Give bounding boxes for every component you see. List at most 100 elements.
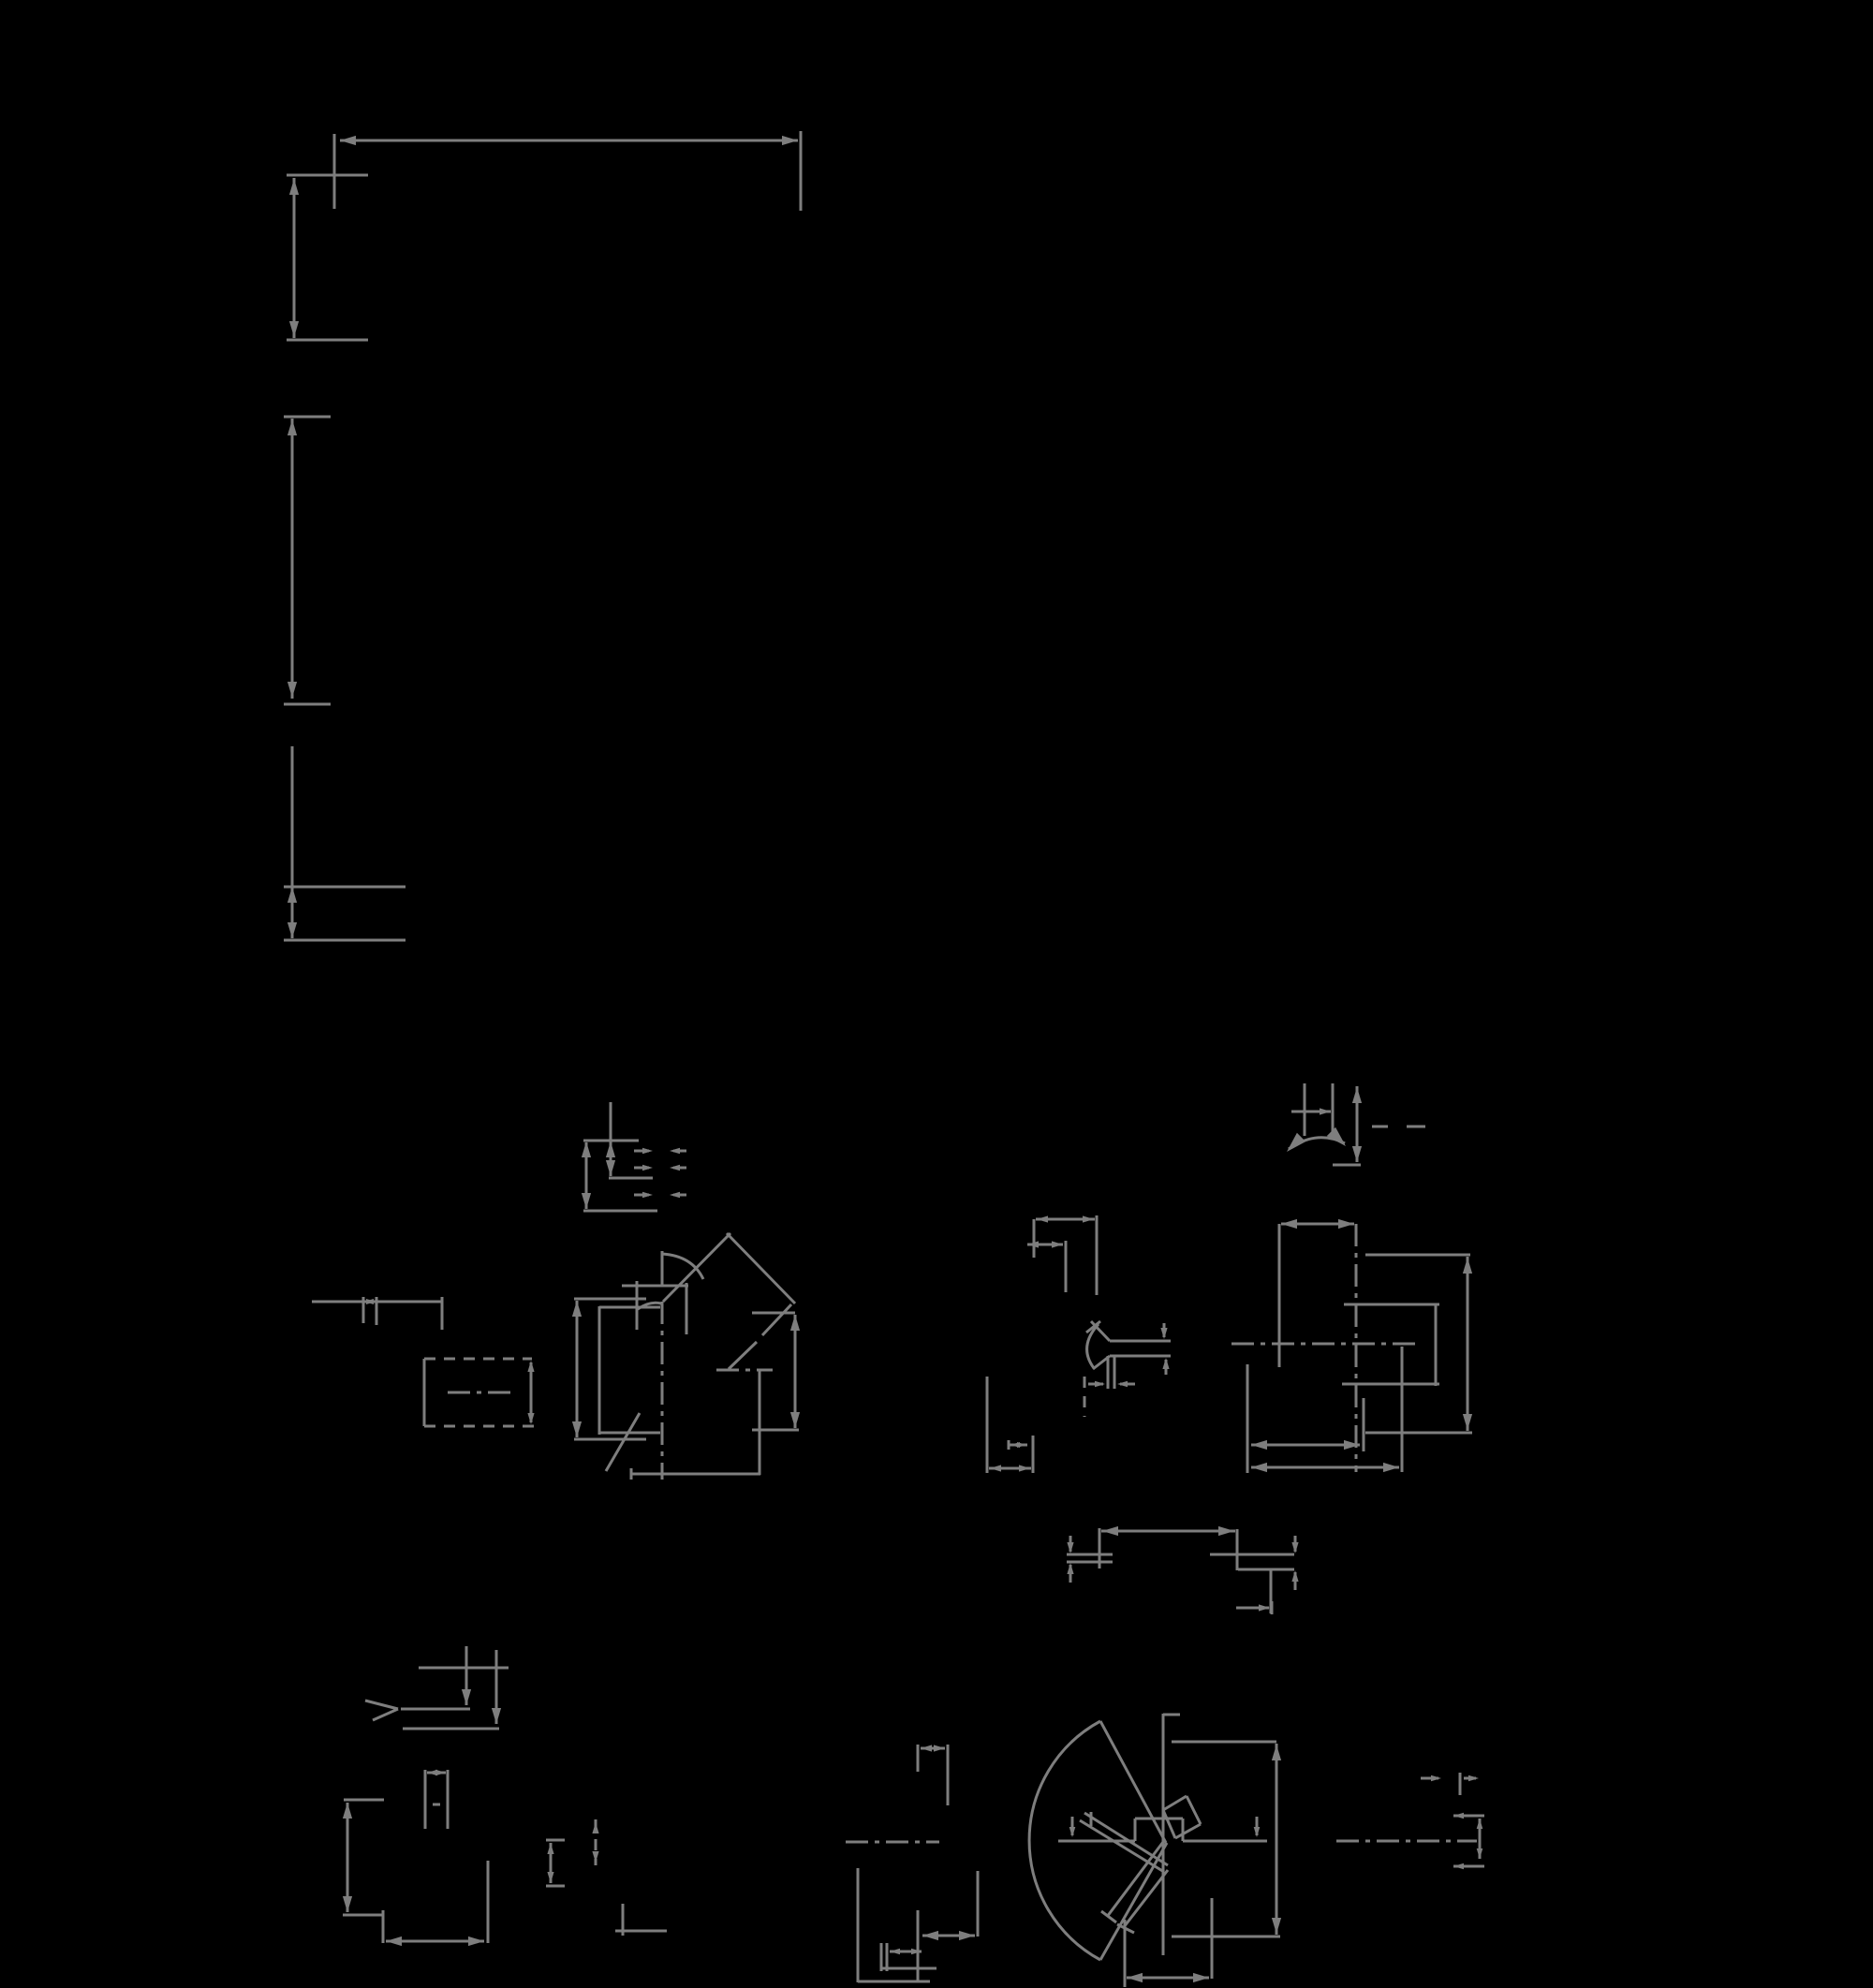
base-plate-detail — [342, 1769, 490, 1947]
drawing-arc — [661, 1252, 705, 1280]
step-profile-detail — [581, 1102, 686, 1213]
arrowhead-icon — [1476, 1848, 1483, 1859]
arrowhead-icon — [1069, 1827, 1076, 1837]
arrowhead-icon — [581, 1141, 592, 1157]
shaft-detail — [546, 1819, 667, 1936]
drawing-line — [1085, 1319, 1101, 1334]
drawing-line — [604, 1412, 642, 1472]
arrowhead-icon — [287, 922, 298, 938]
arrowhead-icon — [1019, 1465, 1030, 1472]
arrowhead-icon — [1117, 1380, 1128, 1388]
arrowhead-icon — [288, 179, 300, 195]
drawing-line — [1100, 1909, 1117, 1924]
arrowhead-icon — [789, 1315, 801, 1331]
drawing-line — [1099, 1720, 1168, 1844]
drawing-line — [1089, 1319, 1112, 1343]
arrowhead-icon — [1027, 1241, 1039, 1248]
arrowhead-icon — [605, 1160, 616, 1176]
drawing-line — [1185, 1795, 1202, 1825]
arrowhead-icon — [1287, 1132, 1306, 1152]
arrowhead-icon — [1067, 1542, 1074, 1554]
arrowhead-icon — [571, 1301, 583, 1317]
arrowhead-icon — [527, 1361, 535, 1372]
arrowhead-icon — [435, 1769, 446, 1776]
drawing-line — [727, 1340, 759, 1371]
arrowhead-icon — [287, 682, 298, 698]
arrowhead-icon — [1351, 1146, 1363, 1162]
arrowhead-icon — [527, 1413, 535, 1424]
drawing-line — [1122, 1869, 1170, 1928]
dashed-rectangle-detail — [422, 1357, 535, 1428]
arrowhead-icon — [1037, 1215, 1048, 1223]
arrowhead-icon — [1160, 1328, 1168, 1339]
arrowhead-icon — [990, 1465, 1001, 1472]
arrowhead-icon — [1320, 1108, 1331, 1115]
arrowhead-icon — [592, 1822, 599, 1833]
stepped-plate-detail — [1231, 1218, 1473, 1473]
arrowhead-icon — [1251, 1439, 1267, 1451]
arrowhead-icon — [547, 1843, 554, 1854]
arrowhead-icon — [1326, 1127, 1346, 1146]
arrowhead-icon — [1468, 1774, 1479, 1782]
arrowhead-icon — [1383, 1462, 1399, 1473]
arrowhead-icon — [921, 1745, 932, 1752]
flange-dimension-group — [1067, 1525, 1299, 1614]
arrowhead-icon — [911, 1948, 922, 1955]
drawing-arc — [637, 1301, 662, 1311]
arrowhead-icon — [1102, 1525, 1118, 1537]
arrowhead-icon — [491, 1708, 502, 1724]
arrowhead-icon — [547, 1872, 554, 1883]
arrowhead-icon — [1127, 1972, 1143, 1983]
arrowhead-icon — [1476, 1819, 1483, 1829]
arrowhead-icon — [1453, 1812, 1464, 1819]
arrowhead-icon — [1083, 1215, 1094, 1223]
arrowhead-icon — [1067, 1563, 1074, 1574]
arrowhead-icon — [670, 1147, 680, 1155]
arrowhead-icon — [1271, 1918, 1282, 1934]
arrowhead-icon — [366, 1299, 376, 1304]
arrowhead-icon — [782, 135, 798, 146]
drawing-line — [1105, 1841, 1165, 1918]
right-stop-detail — [1336, 1773, 1484, 1870]
arrowhead-icon — [1281, 1218, 1297, 1230]
arrowhead-icon — [1017, 1442, 1026, 1448]
drawing-line — [1084, 1811, 1169, 1867]
arrowhead-icon — [1162, 1358, 1170, 1369]
arrowhead-icon — [1431, 1774, 1441, 1782]
arrowhead-icon — [922, 1930, 938, 1941]
arrowhead-icon — [1271, 1745, 1282, 1760]
arrowhead-icon — [1259, 1604, 1270, 1612]
drawing-line — [725, 1231, 797, 1305]
arrowhead-icon — [1251, 1462, 1267, 1473]
drawing-line — [1174, 1822, 1202, 1840]
drawing-line — [760, 1303, 793, 1337]
arrowhead-icon — [342, 1896, 353, 1912]
drawing-line — [1162, 1794, 1187, 1812]
arrowhead-icon — [386, 1936, 402, 1947]
arrowhead-icon — [571, 1421, 583, 1437]
arrowhead-icon — [890, 1948, 900, 1955]
arrowhead-icon — [789, 1412, 801, 1428]
drawing-arc — [1085, 1322, 1100, 1369]
arrowhead-icon — [1052, 1241, 1063, 1248]
arrowhead-icon — [1218, 1525, 1234, 1537]
arrowhead-icon — [342, 1803, 353, 1819]
arrowhead-icon — [959, 1930, 975, 1941]
arrowhead-icon — [287, 887, 298, 903]
arrowhead-icon — [642, 1147, 653, 1155]
arrowhead-icon — [1351, 1087, 1363, 1103]
arrowhead-icon — [461, 1689, 472, 1705]
arrowhead-icon — [287, 420, 298, 435]
arrowhead-icon — [1291, 1570, 1299, 1582]
arrowhead-icon — [642, 1164, 653, 1171]
drawing-line — [1161, 1809, 1177, 1839]
sector-gauge-detail — [1027, 1713, 1282, 1987]
drawing-line — [372, 1707, 399, 1722]
arrowhead-icon — [581, 1193, 592, 1209]
nozzle-detail — [985, 1215, 1171, 1473]
arrowhead-icon — [934, 1745, 945, 1752]
left-tick-bracket — [312, 1297, 444, 1330]
arrowhead-icon — [1453, 1863, 1464, 1870]
swing-arc-detail — [1287, 1083, 1425, 1167]
